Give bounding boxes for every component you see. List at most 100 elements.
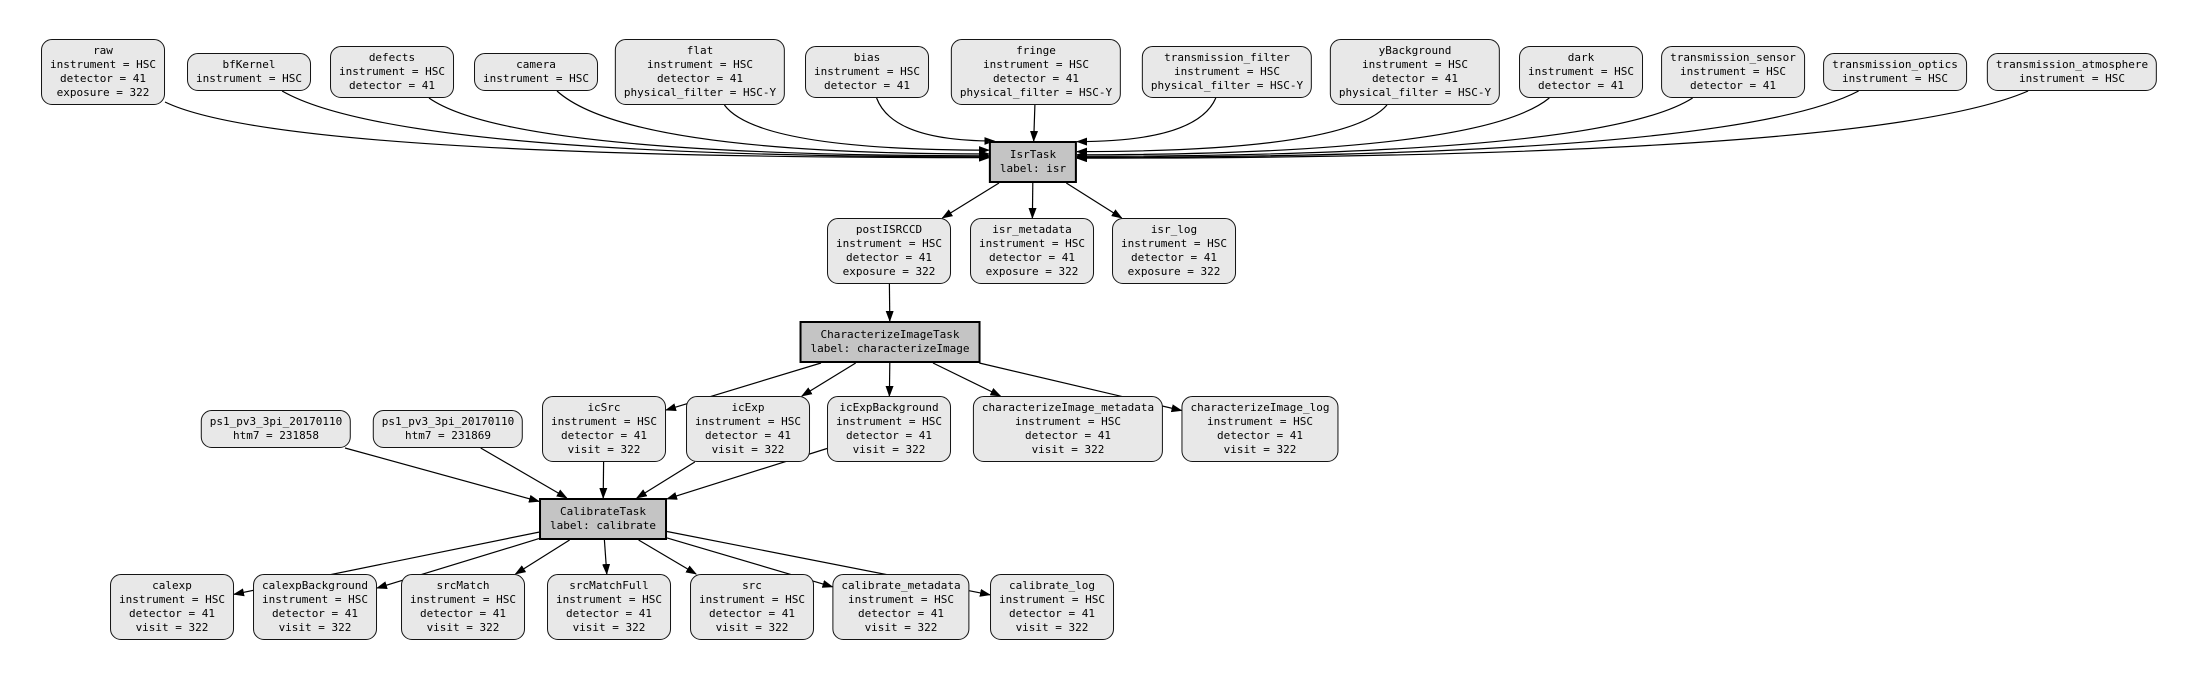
node-title: src: [742, 579, 762, 592]
node-attribute: detector = 41: [708, 607, 796, 620]
node-title: IsrTask: [1009, 148, 1057, 161]
node-attribute: instrument = HSC: [1362, 58, 1468, 71]
edge-calibrate-src: [638, 539, 697, 575]
node-title: bias: [853, 51, 881, 64]
node-attribute: detector = 41: [1537, 79, 1625, 92]
node-title: transmission_atmosphere: [1995, 58, 2149, 71]
node-attribute: instrument = HSC: [1207, 415, 1313, 428]
node-title: bfKernel: [222, 58, 276, 71]
node-title: isr_metadata: [992, 223, 1072, 236]
node-attribute: instrument = HSC: [1121, 237, 1227, 250]
node-title: fringe: [1016, 44, 1056, 57]
node-attribute: detector = 41: [128, 607, 216, 620]
edge-raw-isr: [164, 101, 990, 162]
node-title: flat: [686, 44, 714, 57]
node-attribute: detector = 41: [845, 251, 933, 264]
node-attribute: detector = 41: [1371, 72, 1459, 85]
node-attribute: detector = 41: [704, 429, 792, 442]
node-attribute: physical_filter = HSC-Y: [1338, 86, 1492, 99]
node-attribute: visit = 322: [1031, 443, 1105, 456]
node-attribute: visit = 322: [1015, 621, 1089, 634]
node-title: CalibrateTask: [559, 505, 647, 518]
node-attribute: instrument = HSC: [999, 593, 1105, 606]
edge-isr-isr_log: [1065, 182, 1123, 219]
node-attribute: visit = 322: [426, 621, 500, 634]
edge-isr-postISRCCD: [941, 182, 1000, 219]
node-title: isr_log: [1150, 223, 1198, 236]
node-attribute: instrument = HSC: [551, 415, 657, 428]
node-attribute: instrument = HSC: [556, 593, 662, 606]
node-attribute: detector = 41: [1008, 607, 1096, 620]
node-attribute: label: characterizeImage: [810, 342, 970, 355]
edge-yBackground-isr: [1076, 104, 1388, 156]
node-title: raw: [93, 44, 113, 57]
node-attribute: detector = 41: [857, 607, 945, 620]
node-attribute: visit = 322: [711, 443, 785, 456]
node-attribute: detector = 41: [823, 79, 911, 92]
node-attribute: detector = 41: [59, 72, 147, 85]
node-attribute: physical_filter = HSC-Y: [959, 86, 1113, 99]
node-title: CharacterizeImageTask: [820, 328, 960, 341]
node-title: icExp: [731, 401, 765, 414]
node-attribute: instrument = HSC: [848, 593, 954, 606]
edge-calibrate-srcMatch: [514, 539, 570, 575]
node-attribute: visit = 322: [135, 621, 209, 634]
node-title: yBackground: [1378, 44, 1452, 57]
node-attribute: instrument = HSC: [1842, 72, 1948, 85]
node-attribute: instrument = HSC: [339, 65, 445, 78]
node-attribute: instrument = HSC: [695, 415, 801, 428]
node-attribute: detector = 41: [560, 429, 648, 442]
edge-transmission_atmosphere-isr: [1076, 90, 2029, 163]
node-attribute: detector = 41: [1216, 429, 1304, 442]
node-attribute: exposure = 322: [985, 265, 1079, 278]
node-attribute: visit = 322: [715, 621, 789, 634]
edge-flat-isr: [723, 104, 990, 155]
node-attribute: detector = 41: [1024, 429, 1112, 442]
node-attribute: visit = 322: [567, 443, 641, 456]
node-title: icSrc: [587, 401, 621, 414]
node-title: defects: [368, 51, 416, 64]
node-attribute: htm7 = 231869: [404, 429, 492, 442]
edge-fringe-isr: [1030, 104, 1039, 142]
node-attribute: instrument = HSC: [2019, 72, 2125, 85]
node-attribute: instrument = HSC: [1015, 415, 1121, 428]
node-title: transmission_optics: [1832, 58, 1958, 71]
node-title: characterizeImage_log: [1190, 401, 1330, 414]
edge-characterizeImage-icExp: [801, 362, 857, 397]
node-attribute: visit = 322: [1223, 443, 1297, 456]
node-attribute: detector = 41: [565, 607, 653, 620]
node-attribute: detector = 41: [988, 251, 1076, 264]
node-title: ps1_pv3_3pi_20170110: [209, 415, 343, 428]
node-title: postISRCCD: [855, 223, 923, 236]
node-attribute: detector = 41: [1689, 79, 1777, 92]
node-attribute: instrument = HSC: [410, 593, 516, 606]
node-attribute: instrument = HSC: [196, 72, 302, 85]
edge-transmission_sensor-isr: [1076, 97, 1693, 161]
node-attribute: detector = 41: [656, 72, 744, 85]
node-attribute: instrument = HSC: [699, 593, 805, 606]
node-attribute: instrument = HSC: [979, 237, 1085, 250]
node-attribute: visit = 322: [572, 621, 646, 634]
node-attribute: detector = 41: [992, 72, 1080, 85]
node-attribute: instrument = HSC: [1680, 65, 1786, 78]
node-attribute: label: calibrate: [550, 519, 656, 532]
node-title: srcMatchFull: [569, 579, 649, 592]
